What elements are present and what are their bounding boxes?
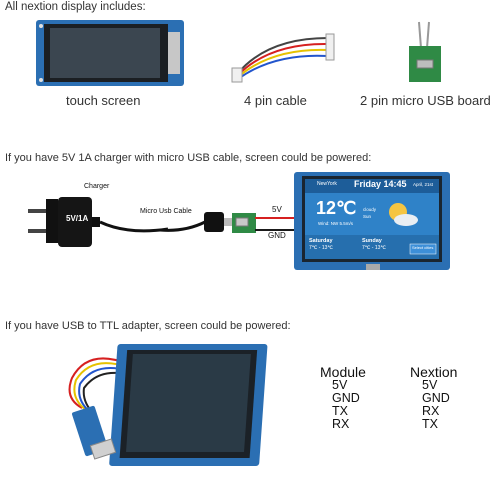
- nextion-pin-5v: 5V: [422, 378, 438, 392]
- screen-sun-temp: 7℃ - 13℃: [362, 245, 387, 251]
- screen-sat-temp: 7℃ - 13℃: [309, 245, 334, 251]
- pin-5v-label: 5V: [272, 205, 282, 214]
- nextion-pin-tx: TX: [422, 417, 438, 431]
- four-pin-cable-image: [231, 33, 335, 83]
- screen-city: NewYork: [317, 181, 337, 187]
- screen-select-cities-button: Select cities: [412, 245, 434, 250]
- screen-wind: Wind: NW 5.5m/s: [318, 221, 354, 226]
- module-title: Module: [320, 364, 366, 380]
- four-pin-cable-label: 4 pin cable: [244, 93, 307, 108]
- screen-cond2: Sun: [363, 214, 372, 219]
- usb-ttl-setup-image: [68, 344, 268, 466]
- micro-usb-board-image: [409, 21, 441, 82]
- module-pin-column: Module 5V GND TX RX: [320, 364, 366, 431]
- module-pin-rx: RX: [332, 417, 350, 431]
- section1-heading: All nextion display includes:: [5, 1, 146, 13]
- micro-usb-board-label: 2 pin micro USB board: [360, 93, 491, 108]
- section2-heading: If you have 5V 1A charger with micro USB…: [5, 152, 372, 164]
- module-pin-gnd: GND: [332, 391, 360, 405]
- module-pin-tx: TX: [332, 404, 348, 418]
- charger-label: Charger: [84, 183, 110, 190]
- nextion-pin-gnd: GND: [422, 391, 450, 405]
- nextion-title: Nextion: [410, 364, 458, 380]
- pin-gnd-label: GND: [268, 231, 286, 240]
- charger-rating: 5V/1A: [66, 214, 89, 223]
- micro-usb-cable-label: Micro Usb Cable: [140, 208, 192, 215]
- nextion-pin-column: Nextion 5V GND RX TX: [410, 364, 458, 431]
- screen-day-time: Friday 14:45: [354, 179, 407, 189]
- screen-date: April, 21st: [413, 182, 434, 187]
- touch-screen-product-image: [36, 20, 184, 86]
- screen-sat-label: Saturday: [309, 238, 333, 244]
- micro-usb-cable-image: [159, 212, 256, 233]
- screen-cond1: cloudy: [363, 207, 377, 212]
- module-pin-5v: 5V: [332, 378, 348, 392]
- screen-temp: 12℃: [316, 198, 357, 218]
- charger-plug-image: [28, 197, 169, 247]
- screen-sun-label: Sunday: [362, 238, 382, 244]
- weather-display-image: [294, 172, 450, 270]
- nextion-pin-rx: RX: [422, 404, 440, 418]
- power-wires: [255, 217, 300, 231]
- touch-screen-label: touch screen: [66, 93, 141, 108]
- section3-heading: If you have USB to TTL adapter, screen c…: [5, 320, 291, 332]
